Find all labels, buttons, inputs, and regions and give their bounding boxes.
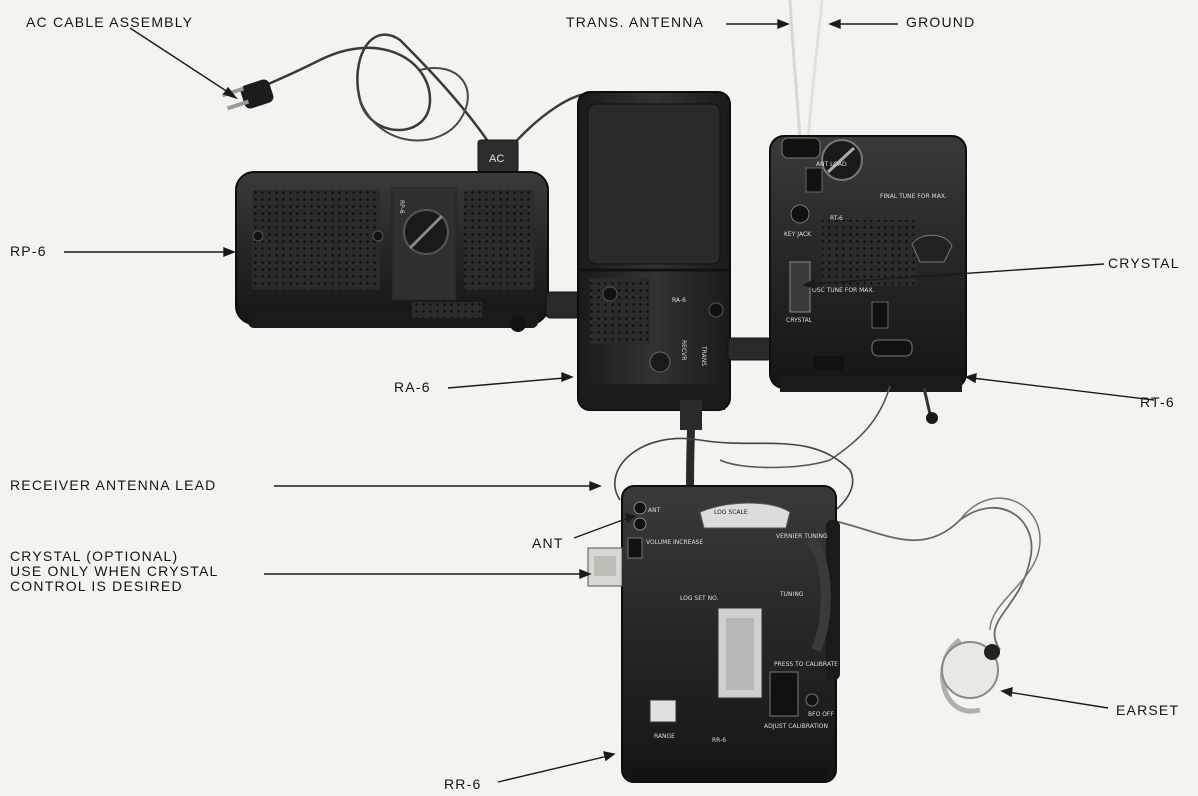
ant-label: ANT bbox=[532, 535, 564, 551]
earset bbox=[940, 637, 1000, 714]
crystal-optional-line-3: CONTROL IS DESIRED bbox=[10, 578, 183, 594]
ra6-recv-label: RECVR bbox=[680, 340, 687, 360]
trans-antenna-label: TRANS. ANTENNA bbox=[566, 14, 705, 30]
rr6-vernier-label: VERNIER TUNING bbox=[776, 533, 828, 540]
rr6-range-label: RANGE bbox=[654, 733, 675, 740]
ra6-unit: RA-6 RECVR TRANS bbox=[577, 91, 731, 411]
ra6-label: RA-6 bbox=[394, 379, 431, 395]
ac-connector: AC bbox=[477, 139, 519, 173]
rt6-osc-tune-label: OSC TUNE FOR MAX. bbox=[812, 287, 875, 294]
rr6-bfo-label: BFO OFF bbox=[808, 711, 834, 718]
rt6-panel-name: RT-6 bbox=[830, 215, 843, 222]
rt6-key-jack-label: KEY JACK bbox=[784, 231, 812, 238]
ac-connector-label: AC bbox=[489, 153, 504, 165]
crystal-optional-label: CRYSTAL (OPTIONAL) USE ONLY WHEN CRYSTAL… bbox=[10, 549, 219, 594]
crystal-optional-line-1: CRYSTAL (OPTIONAL) bbox=[10, 548, 179, 564]
rp6-panel-name: RP-6 bbox=[398, 200, 405, 214]
ac-cable bbox=[249, 33, 591, 161]
ra6-trans-label: TRANS bbox=[700, 345, 707, 366]
optional-crystal bbox=[587, 547, 623, 587]
rr6-unit: LOG SCALE VERNIER TUNING TUNING LOG SET … bbox=[621, 485, 840, 783]
rt6-ant-load-label: ANT LOAD bbox=[816, 161, 847, 168]
earset-label: EARSET bbox=[1116, 702, 1180, 718]
rr6-tuning-label: TUNING bbox=[779, 591, 804, 598]
rr6-log-scale-label: LOG SCALE bbox=[714, 509, 748, 516]
leader-lines bbox=[64, 18, 1155, 783]
receiver-antenna-wire bbox=[614, 437, 854, 521]
rt6-label: RT-6 bbox=[1140, 394, 1175, 410]
antenna-wires bbox=[788, 0, 824, 141]
rr6-label: RR-6 bbox=[444, 776, 482, 792]
rp6-ra6-coupling bbox=[545, 291, 581, 319]
rr6-logset-label: LOG SET NO. bbox=[680, 595, 719, 602]
ra6-rr6-cable bbox=[680, 400, 702, 493]
rt6-crystal-label: CRYSTAL bbox=[786, 317, 813, 324]
rr6-adjust-label: ADJUST CALIBRATION bbox=[764, 723, 828, 730]
rp6-unit: RP-6 bbox=[235, 171, 549, 332]
rr6-ant-panel-label: ANT bbox=[648, 507, 661, 514]
crystal-label: CRYSTAL bbox=[1108, 255, 1180, 271]
rt6-final-tune-label: FINAL TUNE FOR MAX. bbox=[880, 193, 947, 200]
crystal-optional-line-2: USE ONLY WHEN CRYSTAL bbox=[10, 563, 219, 579]
ground-label: GROUND bbox=[906, 14, 976, 30]
earset-cord bbox=[719, 385, 1041, 651]
rp6-label: RP-6 bbox=[10, 243, 47, 259]
rr6-press-label: PRESS TO CALIBRATE bbox=[774, 661, 838, 668]
rr6-panel-name: RR-6 bbox=[712, 737, 726, 744]
ra6-rt6-coupling bbox=[727, 337, 773, 361]
rt6-unit: RT-6 CRYSTAL FINAL TUNE FOR MAX. OSC TUN… bbox=[769, 135, 967, 392]
rt6-ground-post bbox=[922, 387, 938, 424]
ra6-panel-name: RA-6 bbox=[672, 297, 686, 304]
receiver-antenna-lead-label: RECEIVER ANTENNA LEAD bbox=[10, 477, 217, 493]
rr6-volume-label: VOLUME INCREASE bbox=[646, 539, 703, 546]
ac-cable-assembly-label: AC CABLE ASSEMBLY bbox=[26, 14, 194, 30]
